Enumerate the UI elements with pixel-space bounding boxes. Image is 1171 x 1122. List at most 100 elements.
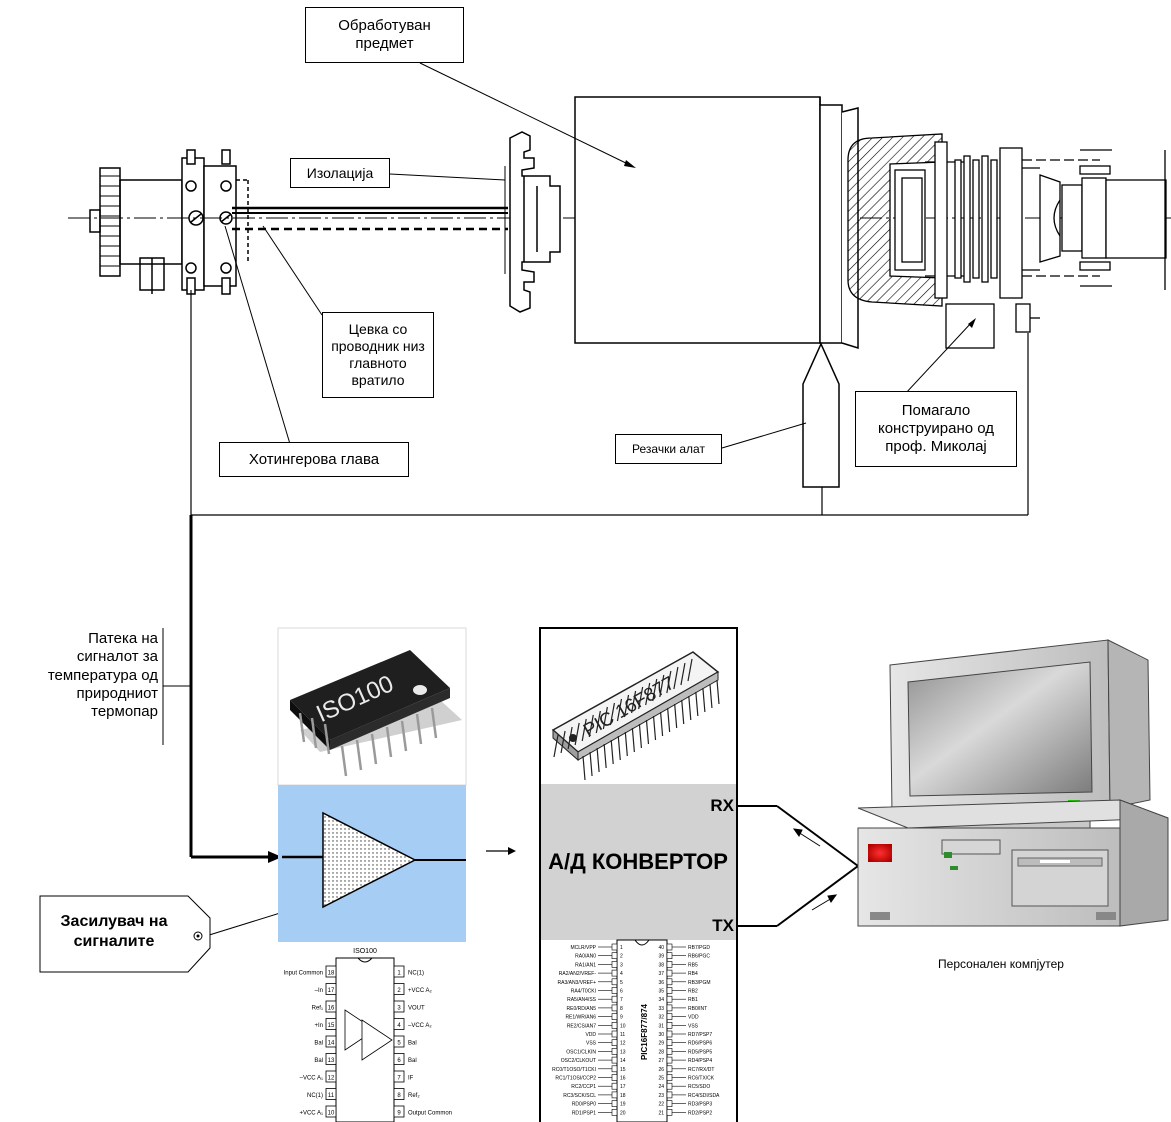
pic-pin-number: 19 <box>620 1102 626 1108</box>
pic-pin-number: 28 <box>658 1049 664 1055</box>
iso-pin-number: 13 <box>328 1058 335 1064</box>
iso-pin-number: 10 <box>328 1111 335 1117</box>
pic-pin-box <box>667 979 672 985</box>
pic-pin-number: 6 <box>620 989 623 995</box>
pic-pin-number: 24 <box>658 1084 664 1090</box>
pic-pin-name: RD6/PSP6 <box>688 1041 712 1047</box>
pic-pin-name: VSS <box>688 1023 699 1029</box>
pic-pin-name: RB4 <box>688 971 698 977</box>
pic-pin-number: 7 <box>620 997 623 1003</box>
cutting-tool-label: Резачки алат <box>615 434 722 464</box>
pic-pin-number: 35 <box>658 989 664 995</box>
iso-pin-name: NC(1) <box>307 1093 323 1099</box>
pic-pin-box <box>667 1092 672 1098</box>
pic-pin-number: 39 <box>658 954 664 960</box>
pic-pin-number: 23 <box>658 1093 664 1099</box>
iso-pin-name: Input Common <box>284 971 323 977</box>
pic-pin-name: VSS <box>586 1041 597 1047</box>
iso-pin-number: 14 <box>328 1041 335 1047</box>
pic-pin-box <box>667 1040 672 1046</box>
iso-pin-number: 11 <box>328 1093 335 1099</box>
pic-pin-box <box>612 979 617 985</box>
pic-pin-number: 13 <box>620 1049 626 1055</box>
pic-pin-box <box>667 996 672 1002</box>
tx-label-text: TX <box>712 916 734 935</box>
pic-pin-box <box>667 1057 672 1063</box>
pic-pin-name: VDD <box>688 1015 699 1021</box>
iso-pin-name: VOUT <box>408 1006 425 1012</box>
pic-pin-box <box>667 1048 672 1054</box>
pic-pin-box <box>667 988 672 994</box>
pic-pin-number: 16 <box>620 1076 626 1082</box>
pic-pin-number: 17 <box>620 1084 626 1090</box>
pic-pin-number: 29 <box>658 1041 664 1047</box>
pc-label-text: Персонален компјутер <box>938 957 1064 971</box>
pic-pin-number: 37 <box>658 971 664 977</box>
pic-pin-box <box>612 988 617 994</box>
pic-pin-name: RB1 <box>688 997 698 1003</box>
pic-pin-number: 33 <box>658 1006 664 1012</box>
pic-pin-name: RA5/AN4/SS <box>567 997 597 1003</box>
pic-pin-name: RD7/PSP7 <box>688 1032 712 1038</box>
tube-label: Цевка со проводник низ главното вратило <box>322 312 434 398</box>
iso-pin-number: 18 <box>328 971 335 977</box>
iso-pin-name: –In <box>315 988 323 994</box>
pic-pin-name: RD2/PSP2 <box>688 1110 712 1116</box>
pic-pin-box <box>667 1075 672 1081</box>
pic-pin-number: 26 <box>658 1067 664 1073</box>
pic-pin-box <box>612 1092 617 1098</box>
pic-pin-box <box>612 1109 617 1115</box>
fixture-label-text: Помагало конструирано од проф. Миколај <box>864 402 1008 456</box>
pic-pin-name: RB2 <box>688 989 698 995</box>
pic-pin-number: 10 <box>620 1023 626 1029</box>
workpiece-drawing <box>575 97 858 348</box>
pic-pin-box <box>612 996 617 1002</box>
pic-pin-name: RD1/PSP1 <box>572 1110 596 1116</box>
iso-pin-number: 17 <box>328 988 335 994</box>
pic-pin-number: 14 <box>620 1058 626 1064</box>
pic-pin-box <box>612 1005 617 1011</box>
pic-pin-number: 9 <box>620 1015 623 1021</box>
iso-pin-number: 15 <box>328 1023 335 1029</box>
pic-pin-name: OSC1/CLKIN <box>566 1049 596 1055</box>
pic-pin-name: RB7/PGD <box>688 945 710 951</box>
pic-pin-number: 22 <box>658 1102 664 1108</box>
pic-pin-number: 38 <box>658 962 664 968</box>
pic-pin-name: RC7/RX/DT <box>688 1067 714 1073</box>
fixture-label: Помагало конструирано од проф. Миколај <box>855 391 1017 467</box>
pic-pin-name: RE0/RD/AN5 <box>567 1006 597 1012</box>
pic-pin-name: RB3/PGM <box>688 980 711 986</box>
hottinger-label-text: Хотингерова глава <box>249 451 379 469</box>
pic-pin-box <box>667 1014 672 1020</box>
pic-pin-box <box>667 1022 672 1028</box>
pic-pin-box <box>612 944 617 950</box>
pic-pin-number: 25 <box>658 1076 664 1082</box>
pic-pin-box <box>667 1101 672 1107</box>
pic-pin-number: 31 <box>658 1023 664 1029</box>
iso-pin-name: +VCC A₂ <box>408 988 433 994</box>
pic-pin-box <box>612 1057 617 1063</box>
signal-path-label-text: Патека на сигналот за температура од при… <box>48 630 158 720</box>
personal-computer-illustration <box>858 640 1168 926</box>
pic-pin-number: 36 <box>658 980 664 986</box>
adc-label: А/Д КОНВЕРТОР <box>545 848 731 876</box>
pic-pin-box <box>612 1066 617 1072</box>
pic-pin-box <box>667 1109 672 1115</box>
iso-pin-name: Bal <box>408 1041 417 1047</box>
pic-pin-number: 4 <box>620 971 623 977</box>
pic-pin-number: 2 <box>620 954 623 960</box>
workpiece-label-text: Обработуван предмет <box>314 17 455 53</box>
pic-pin-name: RC0/T1OSO/T1CKI <box>552 1067 596 1073</box>
pic-pin-box <box>612 1083 617 1089</box>
pic-pin-name: RA3/AN3/VREF+ <box>558 980 597 986</box>
pic-pin-number: 18 <box>620 1093 626 1099</box>
pic-pin-name: RC5/SDO <box>688 1084 710 1090</box>
iso-pin-name: Bal <box>314 1058 323 1064</box>
pic-pin-box <box>612 953 617 959</box>
iso-pin-name: Ref₁ <box>312 1006 323 1012</box>
pic-pin-name: OSC2/CLKOUT <box>561 1058 596 1064</box>
pic-pin-name: RB0/INT <box>688 1006 707 1012</box>
pic-pin-name: RA4/T0CKI <box>571 989 596 995</box>
pic-pin-name: RC6/TX/CK <box>688 1076 715 1082</box>
